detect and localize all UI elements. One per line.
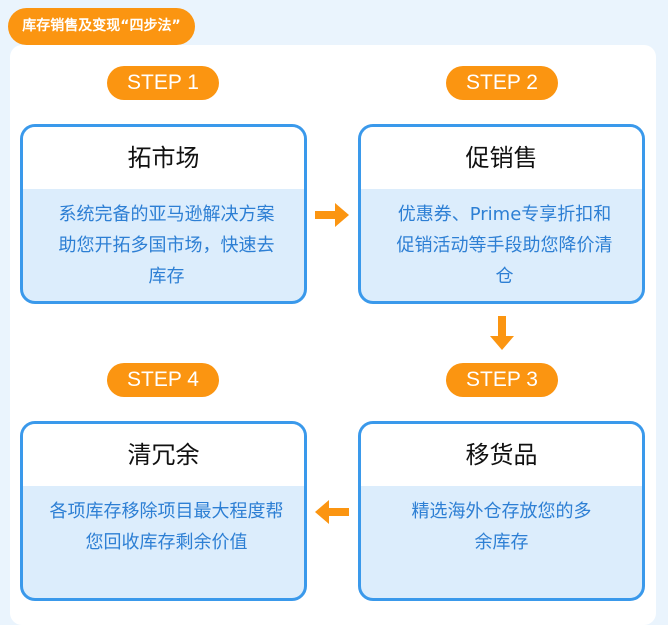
- step-2-heading: 促销售: [361, 127, 642, 189]
- step-3-card: 移货品 精选海外仓存放您的多余库存: [358, 421, 645, 601]
- step-2-badge: STEP 2: [446, 66, 558, 100]
- step-1-card: 拓市场 系统完备的亚马逊解决方案助您开拓多国市场，快速去库存: [20, 124, 307, 304]
- step-3-heading: 移货品: [361, 424, 642, 486]
- step-2-text: 优惠券、Prime专享折扣和促销活动等手段助您降价清仓: [396, 204, 613, 287]
- page-title: 库存销售及变现“四步法”: [8, 8, 195, 45]
- step-1-badge: STEP 1: [107, 66, 219, 100]
- arrow-right-icon: [315, 203, 349, 227]
- step-1-text: 系统完备的亚马逊解决方案助您开拓多国市场，快速去库存: [58, 204, 275, 287]
- step-1-heading: 拓市场: [23, 127, 304, 189]
- step-3-text: 精选海外仓存放您的多余库存: [411, 501, 592, 553]
- step-4-heading: 清冗余: [23, 424, 304, 486]
- step-4-text: 各项库存移除项目最大程度帮您回收库存剩余价值: [49, 501, 284, 553]
- arrow-down-icon: [490, 316, 514, 350]
- step-3-badge: STEP 3: [446, 363, 558, 397]
- step-4-card: 清冗余 各项库存移除项目最大程度帮您回收库存剩余价值: [20, 421, 307, 601]
- step-4-badge: STEP 4: [107, 363, 219, 397]
- step-2-card: 促销售 优惠券、Prime专享折扣和促销活动等手段助您降价清仓: [358, 124, 645, 304]
- arrow-left-icon: [315, 500, 349, 524]
